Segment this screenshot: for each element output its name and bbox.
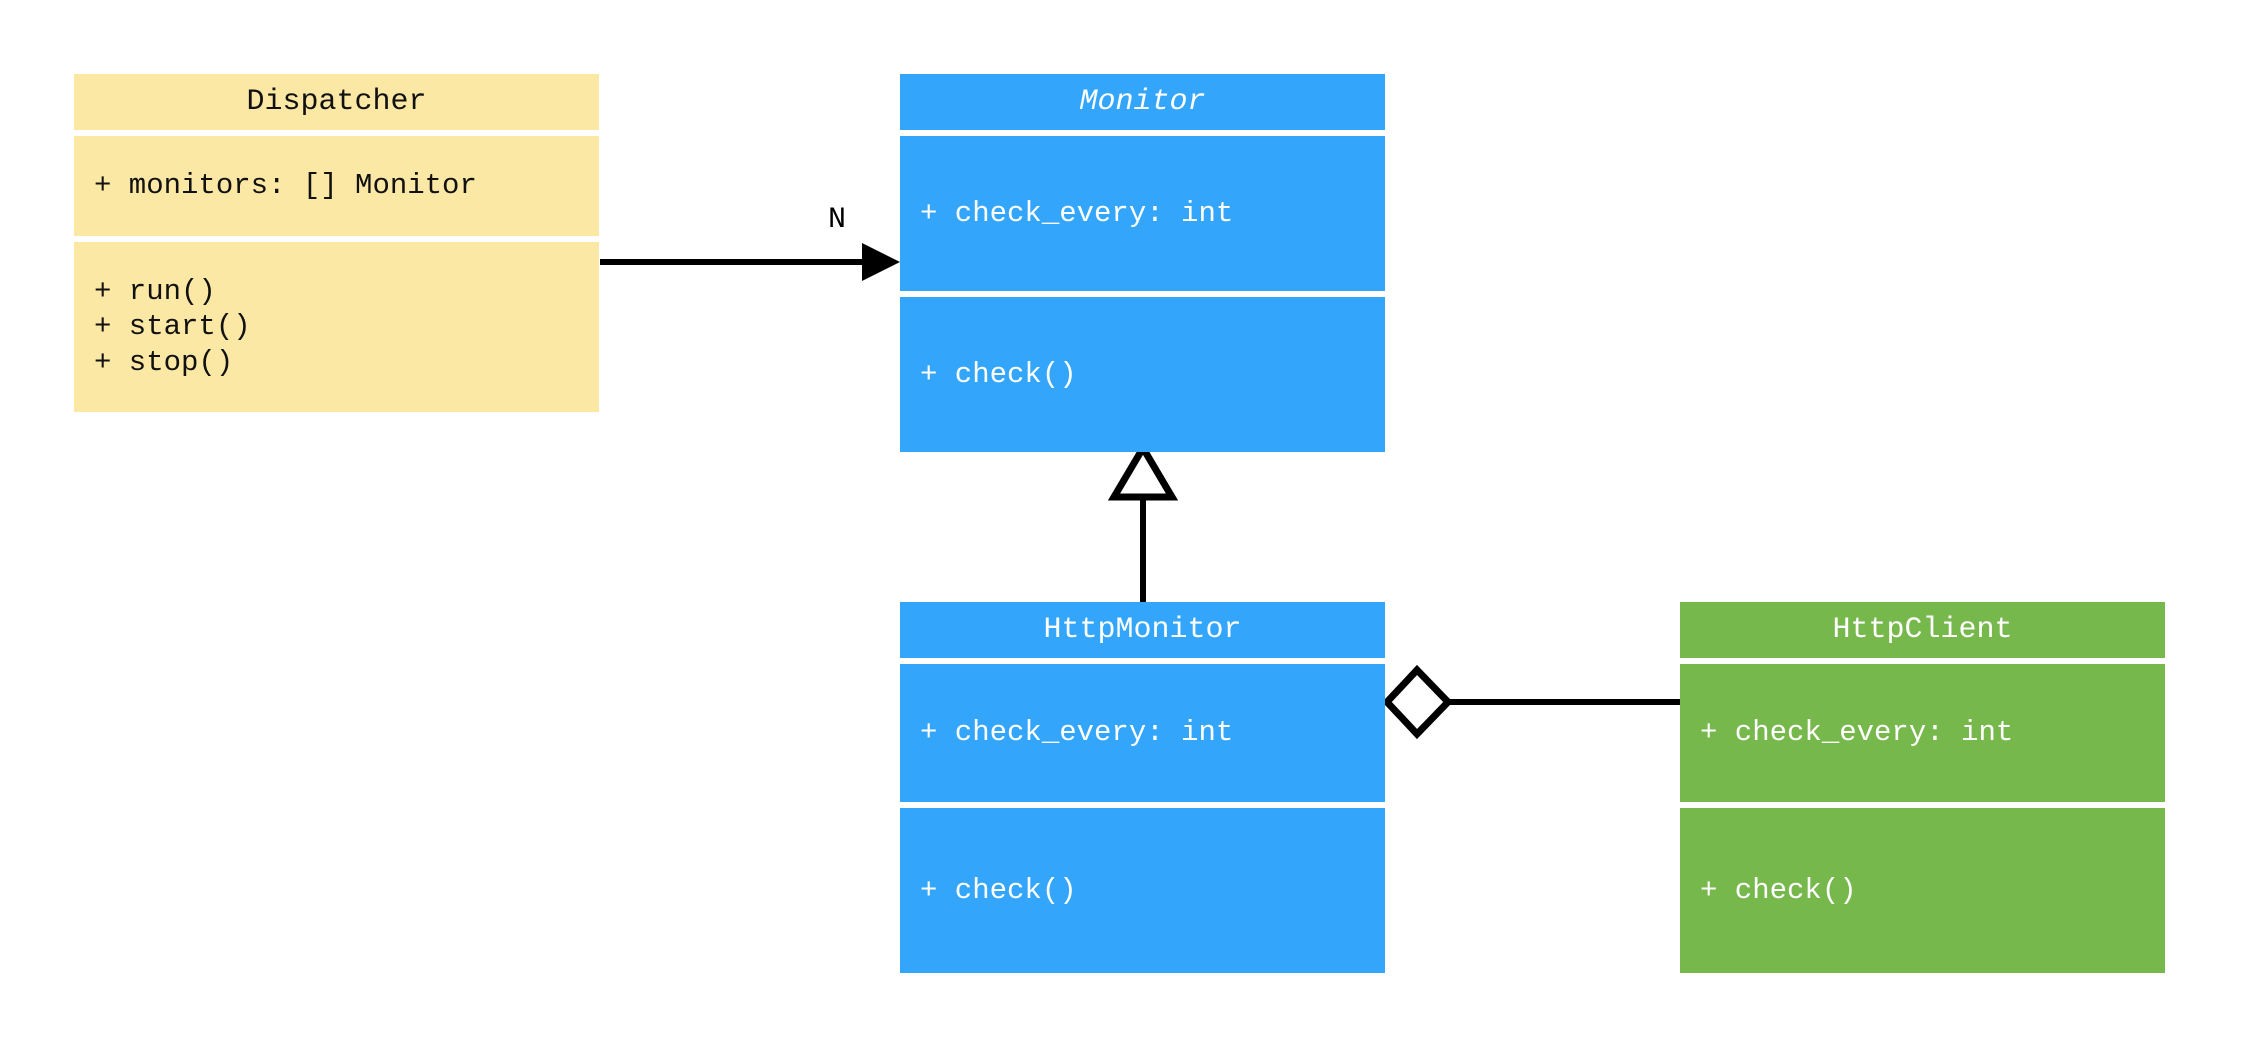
- class-methods-compartment: + check(): [900, 808, 1385, 973]
- hollow-triangle-icon: [1107, 441, 1179, 501]
- method-item: + check(): [1700, 873, 1857, 907]
- class-title-compartment: HttpMonitor: [900, 602, 1385, 658]
- attribute-list: + monitors: [] Monitor: [74, 136, 599, 236]
- attribute-list: + check_every: int: [900, 136, 1385, 291]
- method-item: + stop(): [94, 345, 234, 379]
- method-item: + check(): [920, 357, 1077, 391]
- attribute-item: + check_every: int: [920, 196, 1234, 230]
- class-name-monitor: Monitor: [1079, 85, 1206, 119]
- class-box-monitor[interactable]: Monitor + check_every: int + check(): [900, 74, 1385, 452]
- attribute-item: + check_every: int: [920, 716, 1234, 750]
- class-attributes-compartment: + monitors: [] Monitor: [74, 136, 599, 236]
- method-item: + start(): [94, 310, 251, 344]
- class-name-dispatcher: Dispatcher: [246, 85, 427, 119]
- edge-label-multiplicity-n: N: [828, 203, 847, 237]
- edge-httpmonitor-to-httpclient: [1382, 664, 1680, 740]
- method-item: + check(): [920, 873, 1077, 907]
- attribute-item: + monitors: [] Monitor: [94, 169, 477, 203]
- method-list: + run() + start() + stop(): [74, 242, 599, 412]
- attribute-list: + check_every: int: [900, 664, 1385, 802]
- edge-httpmonitor-to-monitor: [1107, 441, 1179, 608]
- filled-arrowhead-icon: [862, 243, 900, 281]
- class-methods-compartment: + check(): [1680, 808, 2165, 973]
- hollow-diamond-icon: [1382, 664, 1453, 740]
- class-box-http-monitor[interactable]: HttpMonitor + check_every: int + check(): [900, 602, 1385, 973]
- class-name-http-monitor: HttpMonitor: [1043, 613, 1242, 647]
- class-box-http-client[interactable]: HttpClient + check_every: int + check(): [1680, 602, 2165, 973]
- class-box-dispatcher[interactable]: Dispatcher + monitors: [] Monitor + run(…: [74, 74, 599, 412]
- class-methods-compartment: + check(): [900, 297, 1385, 452]
- method-list: + check(): [900, 297, 1385, 452]
- method-list: + check(): [900, 808, 1385, 973]
- class-methods-compartment: + run() + start() + stop(): [74, 242, 599, 412]
- method-item: + run(): [94, 274, 216, 308]
- class-title-compartment: Dispatcher: [74, 74, 599, 130]
- attribute-list: + check_every: int: [1680, 664, 2165, 802]
- class-attributes-compartment: + check_every: int: [900, 664, 1385, 802]
- class-title-compartment: Monitor: [900, 74, 1385, 130]
- class-attributes-compartment: + check_every: int: [900, 136, 1385, 291]
- edge-dispatcher-to-monitor: [600, 243, 900, 281]
- class-name-http-client: HttpClient: [1832, 613, 2013, 647]
- method-list: + check(): [1680, 808, 2165, 973]
- class-attributes-compartment: + check_every: int: [1680, 664, 2165, 802]
- attribute-item: + check_every: int: [1700, 716, 2014, 750]
- class-title-compartment: HttpClient: [1680, 602, 2165, 658]
